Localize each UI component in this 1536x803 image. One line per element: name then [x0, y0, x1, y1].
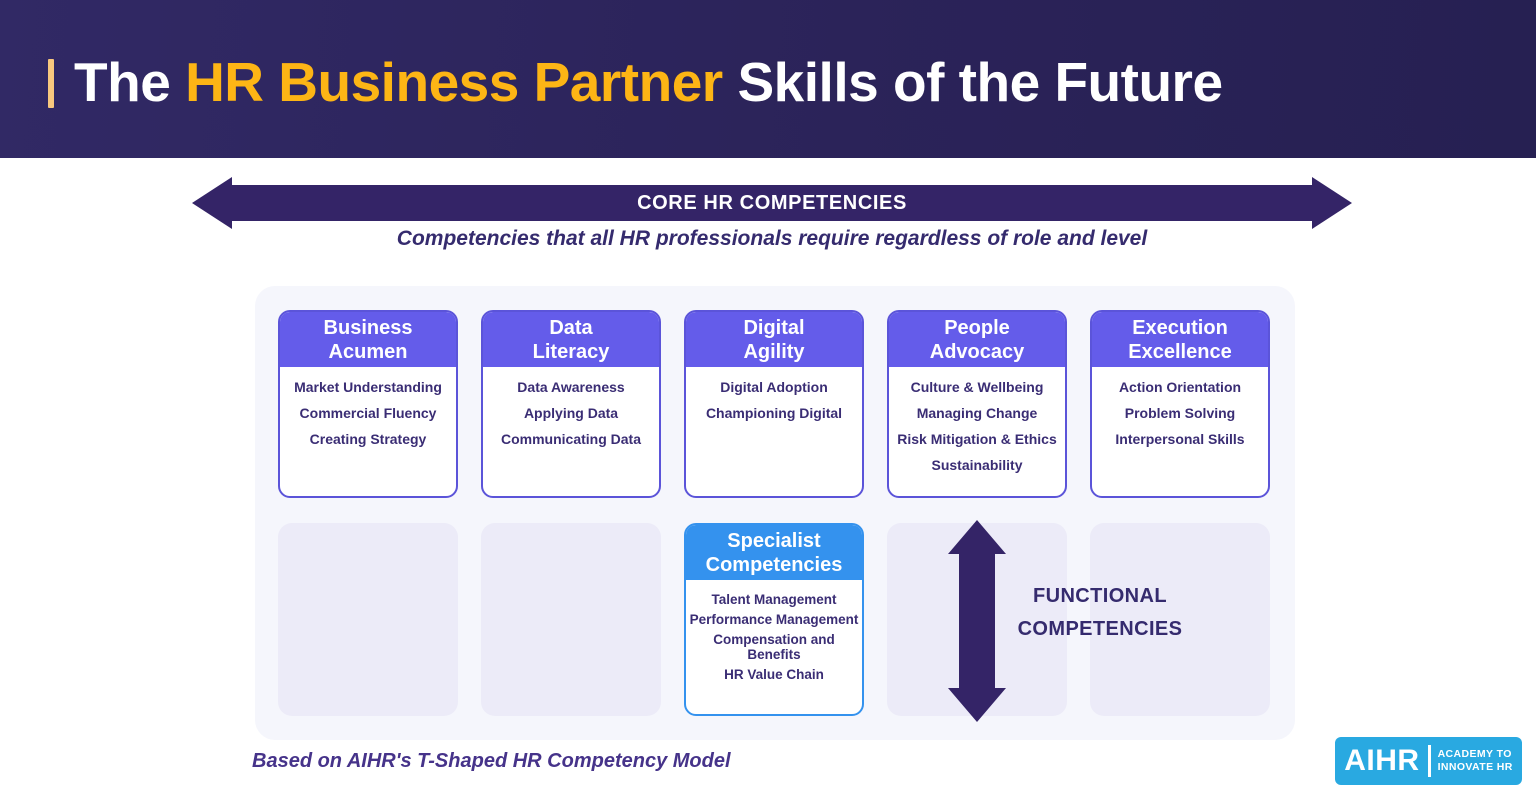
- title-prefix: The: [74, 51, 186, 113]
- arrow-right-head-icon: [1312, 177, 1352, 229]
- card-items: Market Understanding Commercial Fluency …: [280, 367, 456, 447]
- functional-label-line2: COMPETENCIES: [1017, 618, 1183, 640]
- card-title: Specialist Competencies: [686, 525, 862, 580]
- card-title: Digital Agility: [686, 312, 862, 367]
- title-accent-bar: [48, 59, 54, 108]
- competency-item: Risk Mitigation & Ethics: [897, 431, 1057, 447]
- core-competencies-arrow: CORE HR COMPETENCIES: [192, 177, 1352, 229]
- card-title: Data Literacy: [483, 312, 659, 367]
- empty-slot: [481, 523, 661, 716]
- competency-item: Digital Adoption: [720, 379, 828, 395]
- card-items: Talent Management Performance Management…: [686, 580, 862, 682]
- competency-item: Action Orientation: [1118, 379, 1242, 395]
- functional-competencies-arrow: [948, 520, 1006, 722]
- empty-slot: [1090, 523, 1270, 716]
- title-highlight: HR Business Partner: [185, 51, 723, 113]
- logo-wordmark: AIHR: [1344, 744, 1420, 777]
- logo-tagline-line2: INNOVATE HR: [1437, 761, 1513, 773]
- competency-item: Managing Change: [916, 405, 1038, 421]
- competency-item: Performance Management: [689, 612, 859, 627]
- functional-competencies-label: FUNCTIONAL COMPETENCIES: [985, 580, 1215, 646]
- competency-item: Data Awareness: [517, 379, 625, 395]
- card-execution-excellence: Execution Excellence Action Orientation …: [1090, 310, 1270, 498]
- arrow-up-head-icon: [948, 520, 1006, 554]
- card-title: People Advocacy: [889, 312, 1065, 367]
- logo-tagline-line1: ACADEMY TO: [1437, 748, 1512, 760]
- functional-label-line1: FUNCTIONAL: [1033, 585, 1167, 607]
- logo-divider: [1427, 745, 1431, 777]
- card-people-advocacy: People Advocacy Culture & Wellbeing Mana…: [887, 310, 1067, 498]
- empty-slot: [278, 523, 458, 716]
- card-items: Culture & Wellbeing Managing Change Risk…: [889, 367, 1065, 473]
- competency-item: Championing Digital: [705, 405, 843, 421]
- competency-item: Creating Strategy: [309, 431, 427, 447]
- competency-item: Interpersonal Skills: [1115, 431, 1245, 447]
- core-subtitle: Competencies that all HR professionals r…: [396, 227, 1148, 250]
- competency-item: Culture & Wellbeing: [910, 379, 1044, 395]
- competency-item: Sustainability: [931, 457, 1023, 473]
- competency-item: Market Understanding: [294, 379, 442, 395]
- competency-item: Communicating Data: [500, 431, 641, 447]
- core-arrow-bar: CORE HR COMPETENCIES: [230, 185, 1314, 221]
- competency-item: Compensation and Benefits: [713, 632, 835, 662]
- logo-tagline: ACADEMY TO INNOVATE HR: [1438, 748, 1513, 774]
- source-caption: Based on AIHR's T-Shaped HR Competency M…: [252, 750, 731, 772]
- title-suffix: Skills of the Future: [722, 51, 1223, 113]
- card-items: Action Orientation Problem Solving Inter…: [1092, 367, 1268, 447]
- aihr-logo: AIHR ACADEMY TO INNOVATE HR: [1335, 737, 1522, 785]
- card-title: Execution Excellence: [1092, 312, 1268, 367]
- card-items: Digital Adoption Championing Digital: [686, 367, 862, 421]
- header-band: The HR Business Partner Skills of the Fu…: [0, 0, 1536, 158]
- card-data-literacy: Data Literacy Data Awareness Applying Da…: [481, 310, 661, 498]
- competency-matrix-panel: Business Acumen Market Understanding Com…: [255, 286, 1295, 740]
- competency-item: Applying Data: [523, 405, 619, 421]
- card-business-acumen: Business Acumen Market Understanding Com…: [278, 310, 458, 498]
- card-title: Business Acumen: [280, 312, 456, 367]
- competency-item: Commercial Fluency: [299, 405, 437, 421]
- card-digital-agility: Digital Agility Digital Adoption Champio…: [684, 310, 864, 498]
- arrow-shaft: [959, 550, 995, 692]
- competency-item: Problem Solving: [1124, 405, 1236, 421]
- page-title: The HR Business Partner Skills of the Fu…: [74, 50, 1223, 114]
- core-arrow-label: CORE HR COMPETENCIES: [637, 191, 907, 214]
- arrow-down-head-icon: [948, 688, 1006, 722]
- arrow-left-head-icon: [192, 177, 232, 229]
- competency-item: Talent Management: [711, 592, 837, 607]
- competency-item: HR Value Chain: [724, 667, 824, 682]
- card-specialist-competencies: Specialist Competencies Talent Managemen…: [684, 523, 864, 716]
- card-items: Data Awareness Applying Data Communicati…: [483, 367, 659, 447]
